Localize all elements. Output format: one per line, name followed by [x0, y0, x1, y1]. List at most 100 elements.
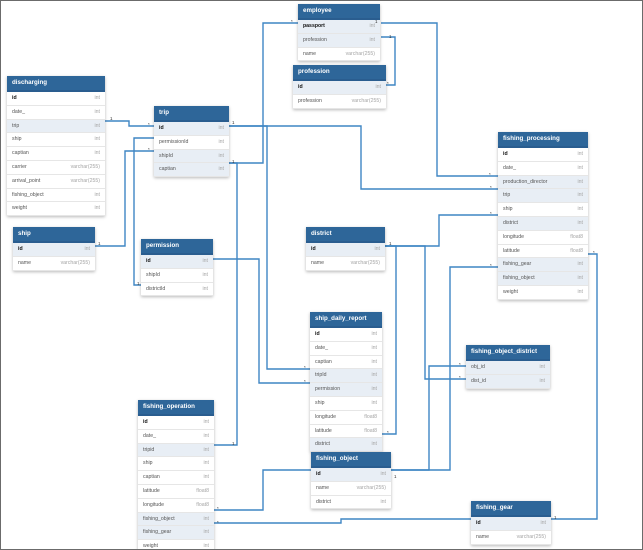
table-title[interactable]: fishing_operation [138, 400, 214, 416]
field-name: carrier [12, 163, 27, 170]
table-title[interactable]: ship_daily_report [310, 312, 382, 328]
table-title[interactable]: fishing_gear [471, 501, 551, 517]
field-type: int [84, 246, 90, 252]
field-type: int [94, 136, 100, 143]
table-title[interactable]: employee [298, 4, 380, 20]
table-title[interactable]: fishing_object_district [466, 345, 550, 361]
table-title[interactable]: fishing_object [311, 452, 391, 468]
field-type: int [539, 377, 545, 384]
table-title[interactable]: ship [13, 227, 95, 243]
table-title[interactable]: fishing_processing [498, 132, 588, 148]
field-name: passport [303, 23, 325, 29]
field-row-ship-daily-report-date-[interactable]: date_int [310, 341, 382, 356]
table-title[interactable]: trip [154, 106, 229, 122]
cardinality-many-marker: * [148, 147, 150, 152]
table-title[interactable]: permission [141, 239, 213, 255]
field-row-discharging-date-[interactable]: date_int [7, 105, 105, 120]
field-name: fishing_object [503, 275, 535, 282]
cardinality-many-marker: * [459, 362, 461, 367]
rel-trip-operation [214, 162, 238, 446]
table-title[interactable]: discharging [7, 76, 105, 92]
table-title[interactable]: profession [293, 65, 386, 81]
cardinality-one-marker: 1 [110, 116, 113, 121]
field-row-fishing-operation-date-[interactable]: date_int [138, 429, 214, 444]
field-row-fishing-processing-date-[interactable]: date_int [498, 161, 588, 176]
table-title[interactable]: district [306, 227, 385, 243]
field-name: production_director [503, 178, 548, 185]
